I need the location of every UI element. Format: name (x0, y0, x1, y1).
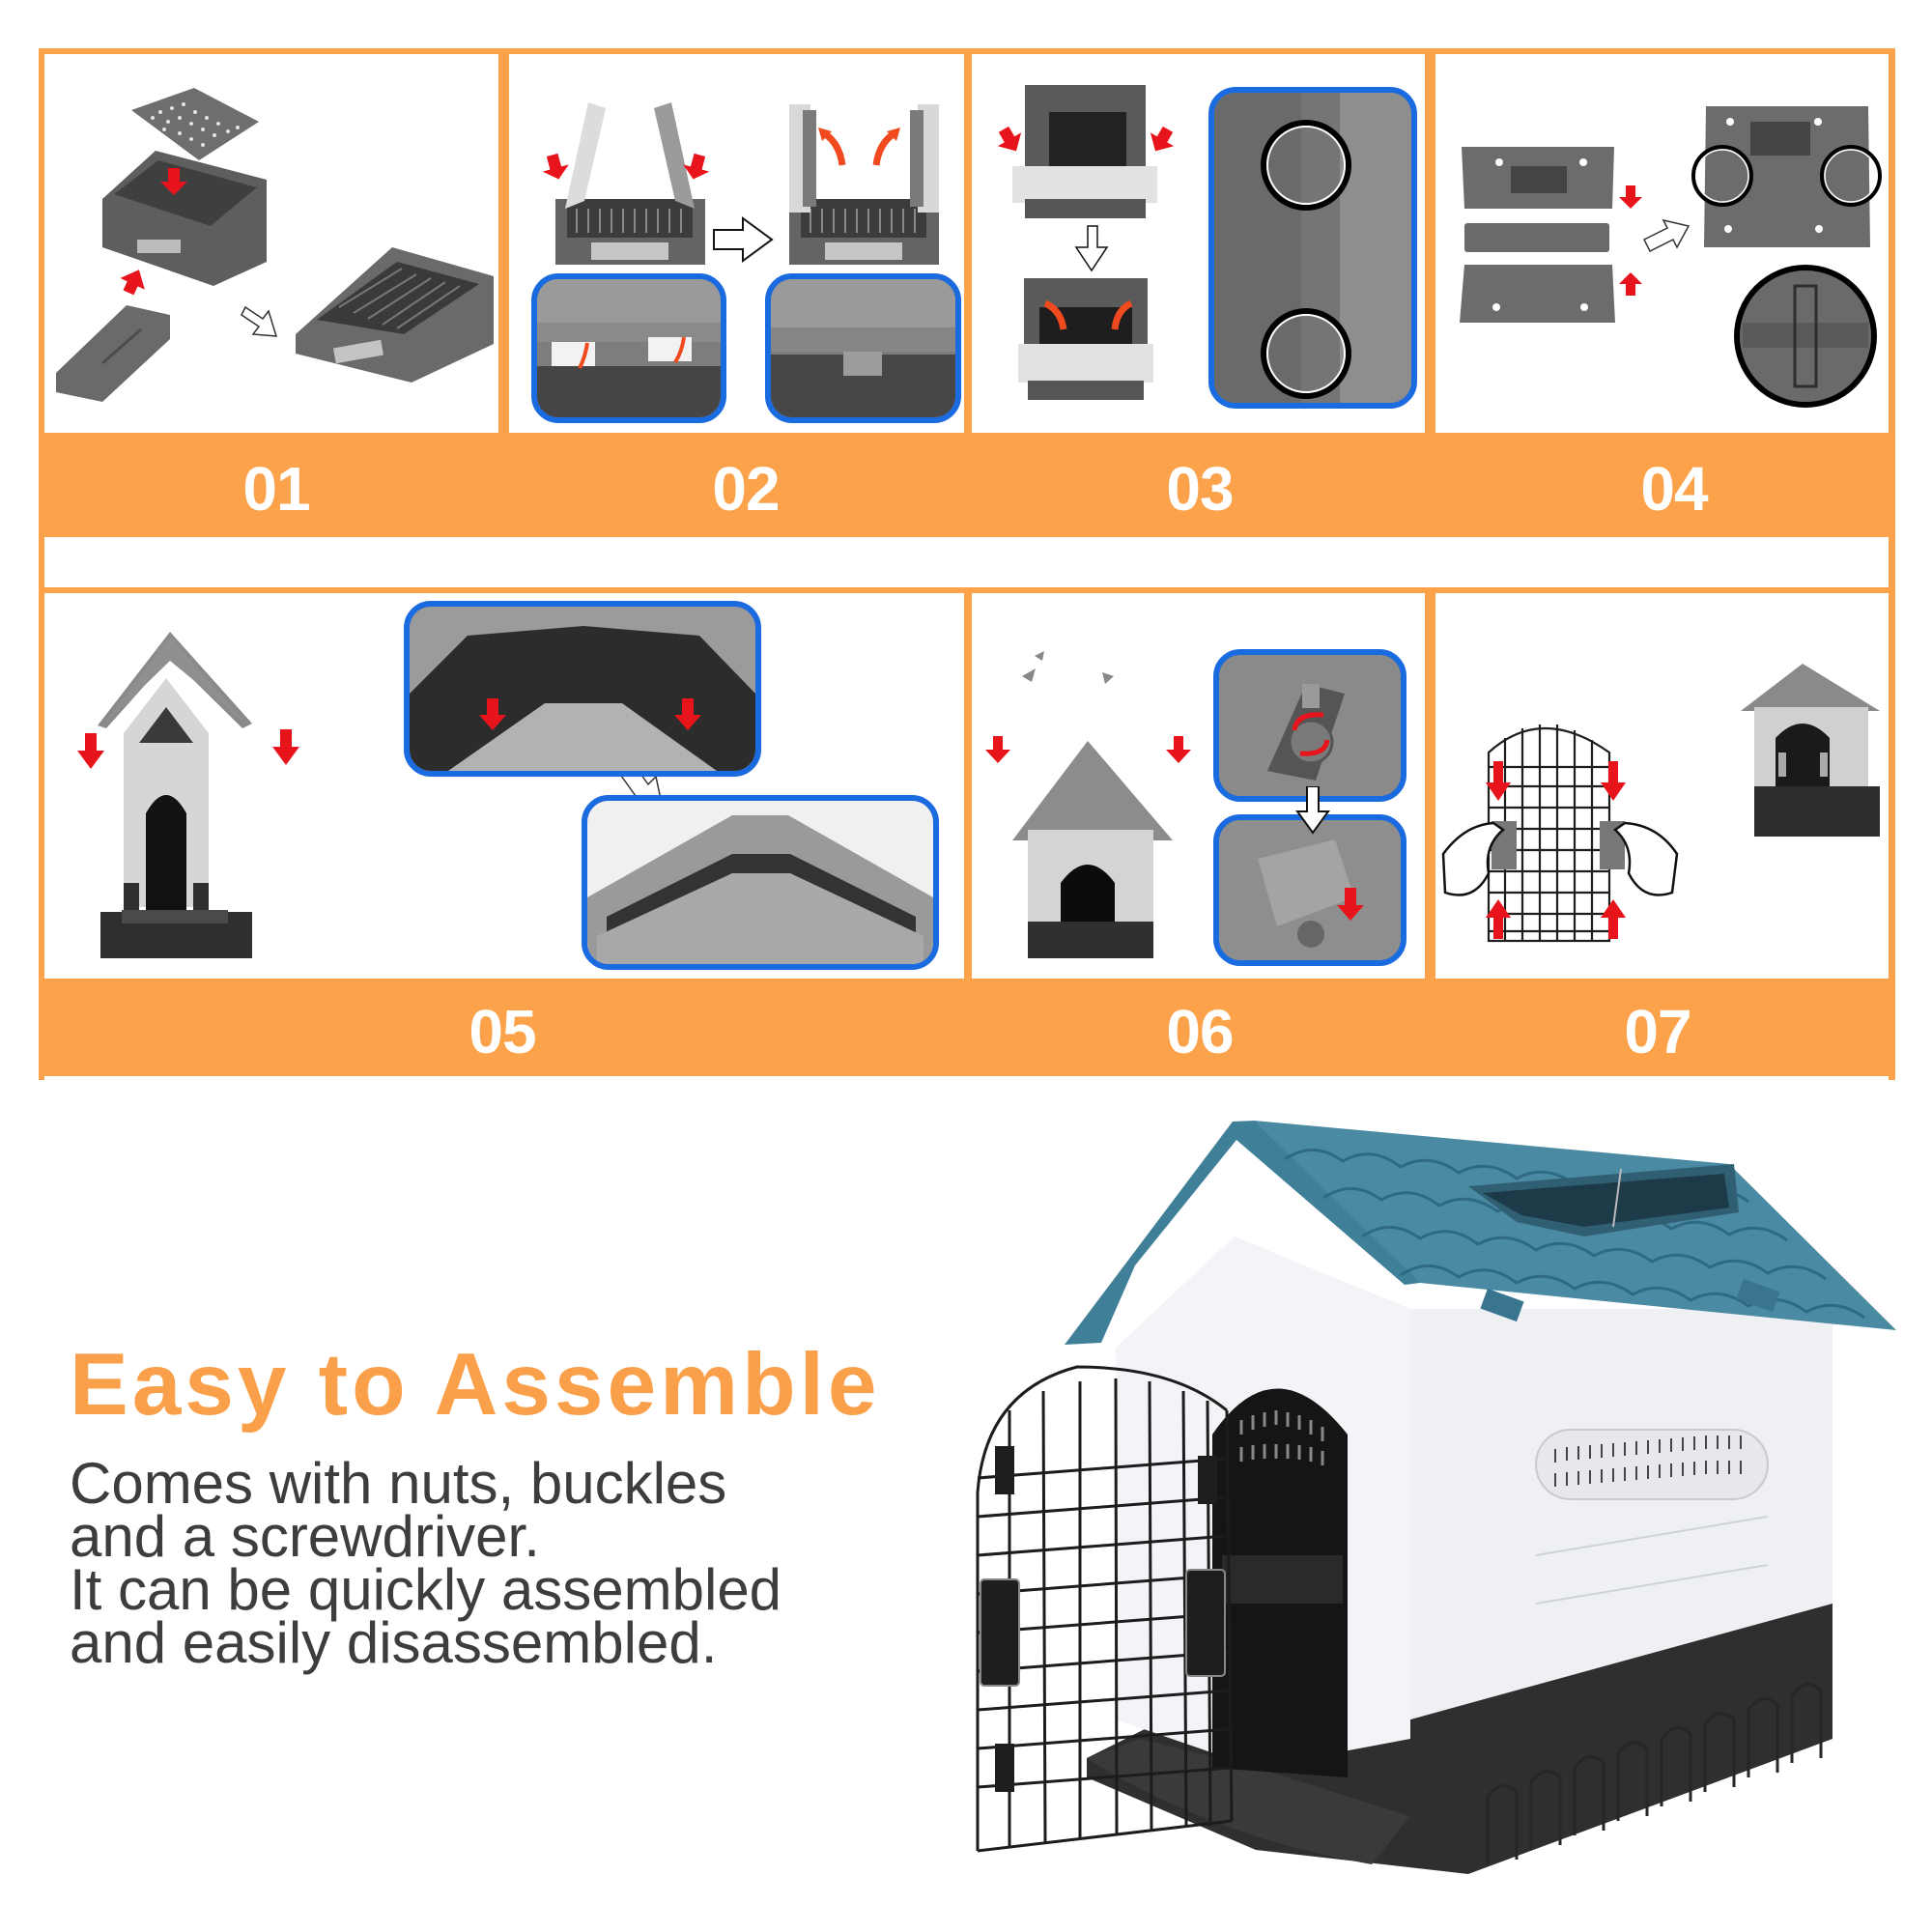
step-number-01: 01 (242, 454, 310, 524)
step-number-04: 04 (1640, 454, 1708, 524)
curved-arrow-icon (872, 130, 896, 166)
curved-arrow-icon (1043, 299, 1067, 330)
door-attach-illustration (1441, 664, 1880, 943)
step-number-03: 03 (1166, 454, 1234, 524)
next-step-arrow-icon (241, 305, 278, 337)
down-arrow-icon (683, 153, 710, 180)
down-arrow-icon (160, 168, 187, 195)
down-arrow-icon (1337, 888, 1364, 921)
down-arrow-icon (1601, 761, 1626, 801)
down-arrow-icon (272, 729, 299, 765)
detail-callout-roof-fitted (582, 795, 939, 970)
divider-01-02 (498, 48, 509, 435)
next-step-arrow-icon (1642, 218, 1690, 253)
down-arrow-icon (77, 733, 104, 769)
divider-02-03 (964, 48, 972, 435)
step-panel-01 (44, 54, 498, 433)
curved-arrow-icon (822, 130, 846, 166)
feature-description-line-4: and easily disassembled. (70, 1610, 718, 1675)
step-number-05: 05 (469, 997, 536, 1066)
step-panel-07 (1435, 593, 1889, 979)
detail-callout-screw-rotate (1213, 649, 1406, 802)
side-wall (1410, 1309, 1833, 1719)
next-step-arrow-icon (1295, 786, 1330, 835)
highlight-circle-icon (1261, 120, 1351, 211)
step-number-06: 06 (1166, 997, 1234, 1066)
step-number-band-row2 (39, 979, 1895, 1076)
highlight-circle-icon (1261, 308, 1351, 399)
highlight-circle-icon (1820, 145, 1882, 207)
down-arrow-icon (997, 126, 1022, 152)
grate-plate (131, 88, 259, 160)
feature-title: Easy to Assemble (70, 1336, 881, 1434)
detail-callout-roof-clips (404, 601, 761, 777)
divider-05-06 (964, 587, 972, 983)
step-panel-04 (1435, 54, 1889, 433)
down-arrow-icon (1619, 185, 1642, 209)
detail-callout-hooks-closed (765, 273, 961, 423)
down-arrow-icon (542, 153, 569, 180)
walls-fold-illustration (997, 85, 1175, 400)
down-arrow-icon (985, 736, 1010, 763)
step-panel-06 (972, 593, 1425, 979)
step-panel-02 (509, 54, 964, 433)
step-panel-05 (44, 593, 964, 979)
step-panel-03 (972, 54, 1425, 433)
down-arrow-icon (1166, 736, 1191, 763)
detail-callout-wall-clips (1208, 87, 1417, 409)
step-number-02: 02 (712, 454, 780, 524)
up-arrow-icon (1601, 899, 1626, 939)
roof-placement-illustration (77, 632, 667, 958)
detail-callout-screw-cover (1213, 814, 1406, 966)
feature-description-line-3: It can be quickly assembled (70, 1557, 782, 1622)
step-number-07: 07 (1624, 997, 1691, 1066)
floor-tray-illustration (56, 88, 494, 402)
roof-left-slope (1065, 1121, 1420, 1345)
up-arrow-icon (1619, 272, 1642, 296)
feature-description-line-2: and a screwdriver. (70, 1504, 540, 1569)
screw-fastening-illustration (985, 651, 1191, 958)
step-number-band-row1 (39, 433, 1895, 537)
hands-icon (1441, 821, 1506, 896)
divider-03-04 (1425, 48, 1435, 435)
down-arrow-icon (1486, 761, 1511, 801)
hands-icon (1612, 821, 1679, 896)
next-step-arrow-icon (713, 216, 774, 263)
divider-06-07 (1425, 587, 1435, 983)
highlight-circle-icon (1691, 145, 1753, 207)
curved-arrow-icon (1111, 299, 1133, 330)
roof-join-illustration (1460, 106, 1882, 408)
down-arrow-icon (1150, 126, 1175, 152)
side-walls-illustration (542, 102, 939, 265)
down-arrow-icon (674, 698, 701, 730)
next-step-arrow-icon (1074, 225, 1109, 272)
instruction-frame-border-right (1889, 48, 1895, 1080)
up-arrow-icon (1486, 899, 1511, 939)
rotate-arrows-icon (1292, 712, 1324, 731)
down-arrow-icon (479, 698, 506, 730)
up-arrow-icon (120, 270, 145, 296)
detail-callout-hooks-open (531, 273, 726, 423)
dog-house-product-image (976, 1121, 1896, 1874)
instruction-frame-border-left (39, 48, 44, 1080)
feature-description-line-1: Comes with nuts, buckles (70, 1451, 727, 1516)
